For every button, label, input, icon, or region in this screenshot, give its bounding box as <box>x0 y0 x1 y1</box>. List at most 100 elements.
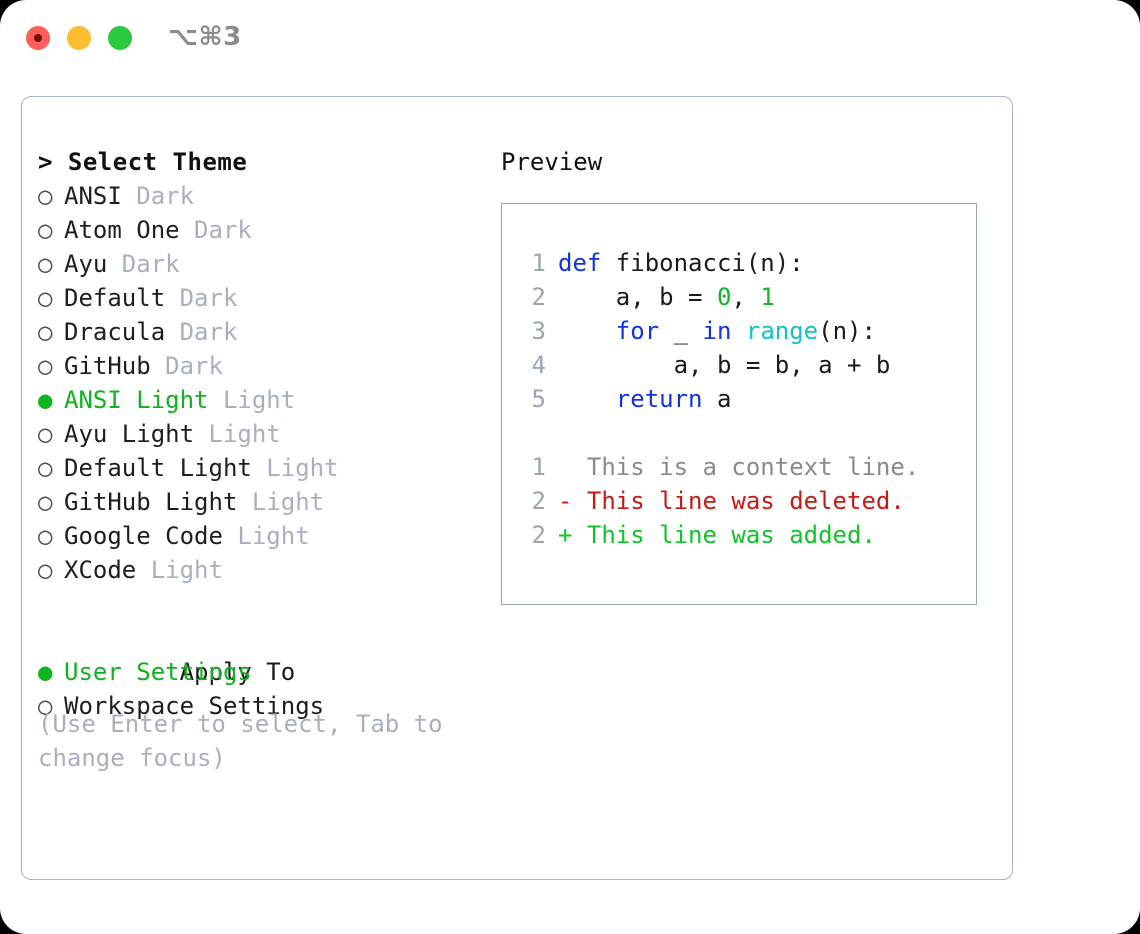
radio-unselected-icon[interactable]: ○ <box>38 318 53 346</box>
theme-name: GitHub <box>64 352 151 380</box>
radio-unselected-icon[interactable]: ○ <box>38 522 53 550</box>
diff-marker: - <box>558 487 573 515</box>
code-token: a <box>702 385 732 413</box>
radio-unselected-icon[interactable]: ○ <box>38 556 53 584</box>
line-number: 1 <box>531 249 546 277</box>
radio-unselected-icon[interactable]: ○ <box>38 488 53 516</box>
radio-unselected-icon[interactable]: ○ <box>38 692 53 720</box>
code-token: a, b = <box>558 283 717 311</box>
code-token <box>731 317 745 345</box>
code-line: 2 a, b = 0, 1 <box>520 280 976 314</box>
theme-variant: Light <box>136 556 223 584</box>
apply-to-option-label: User Settings <box>64 658 252 686</box>
keyboard-hint-text: (Use Enter to select, Tab to change focu… <box>38 710 443 772</box>
code-token: in <box>702 317 732 345</box>
diff-text: This line was added. <box>572 521 876 549</box>
window-titlebar: ⌥⌘3 <box>0 0 1140 78</box>
theme-variant: Dark <box>179 216 252 244</box>
theme-picker-column: > Select Theme ○ANSI Dark○Atom One Dark○… <box>38 145 488 723</box>
theme-name: XCode <box>64 556 137 584</box>
code-token: a, b = b, a + b <box>558 351 891 379</box>
theme-name: Google Code <box>64 522 223 550</box>
theme-variant: Dark <box>121 182 195 210</box>
theme-variant: Light <box>222 522 310 550</box>
theme-variant: Dark <box>165 284 238 312</box>
theme-list-item[interactable]: ○ XCode Light <box>38 553 488 587</box>
minimize-window-button[interactable] <box>67 26 91 50</box>
apply-to-heading: Apply To <box>38 621 488 686</box>
theme-list-item[interactable]: ○ Default Light Light <box>38 451 488 485</box>
main-panel: > Select Theme ○ANSI Dark○Atom One Dark○… <box>21 96 1013 880</box>
radio-unselected-icon[interactable]: ○ <box>38 420 53 448</box>
code-token: def <box>558 249 602 277</box>
code-line: 3 for _ in range(n): <box>520 314 976 348</box>
diff-marker: + <box>558 521 573 549</box>
theme-name: Ayu <box>64 250 108 278</box>
theme-name: Atom One <box>64 216 180 244</box>
theme-list-item[interactable]: ○ Default Dark <box>38 281 488 315</box>
line-number: 2 <box>531 521 546 549</box>
code-token: for <box>615 317 660 345</box>
theme-list-item[interactable]: ○ ANSI Dark <box>38 179 488 213</box>
diff-line: 1 This is a context line. <box>520 450 976 484</box>
maximize-window-button[interactable] <box>108 26 132 50</box>
diff-text: This is a context line. <box>572 453 920 481</box>
code-token <box>558 317 616 345</box>
theme-variant: Dark <box>107 250 180 278</box>
theme-list-item[interactable]: ○ Google Code Light <box>38 519 488 553</box>
theme-name: Default Light <box>64 454 252 482</box>
theme-variant: Light <box>194 420 281 448</box>
radio-selected-icon[interactable]: ● <box>38 386 53 414</box>
theme-variant: Light <box>251 454 339 482</box>
apply-to-option[interactable]: ○ Workspace Settings <box>38 689 488 723</box>
radio-unselected-icon[interactable]: ○ <box>38 284 53 312</box>
diff-sample: 1 This is a context line.2- This line wa… <box>520 450 976 552</box>
diff-marker <box>558 453 572 481</box>
radio-selected-icon[interactable]: ● <box>38 658 53 686</box>
theme-list-item[interactable]: ●ANSI Light Light <box>38 383 488 417</box>
code-line: 5 return a <box>520 382 976 416</box>
apply-to-option-label: Workspace Settings <box>64 692 325 720</box>
radio-unselected-icon[interactable]: ○ <box>38 352 53 380</box>
code-line: 4 a, b = b, a + b <box>520 348 976 382</box>
theme-name: GitHub Light <box>64 488 238 516</box>
theme-list-item[interactable]: ○ Dracula Dark <box>38 315 488 349</box>
preview-title: Preview <box>501 148 603 176</box>
radio-unselected-icon[interactable]: ○ <box>38 182 53 210</box>
line-number: 4 <box>531 351 546 379</box>
theme-name: Default <box>64 284 166 312</box>
code-line: 1 def fibonacci(n): <box>520 246 976 280</box>
keyboard-shortcut-label: ⌥⌘3 <box>168 22 242 52</box>
theme-list-item[interactable]: ○ Ayu Dark <box>38 247 488 281</box>
theme-list-item[interactable]: ○Ayu Light Light <box>38 417 488 451</box>
apply-to-options: ● User Settings ○ Workspace Settings <box>38 655 488 723</box>
radio-unselected-icon[interactable]: ○ <box>38 250 53 278</box>
theme-list-item[interactable]: ○ Atom One Dark <box>38 213 488 247</box>
theme-variant: Light <box>237 488 325 516</box>
diff-text: This line was deleted. <box>572 487 905 515</box>
apply-to-option[interactable]: ● User Settings <box>38 655 488 689</box>
code-token: , <box>731 283 761 311</box>
theme-list-item[interactable]: ○GitHub Dark <box>38 349 488 383</box>
radio-unselected-icon[interactable]: ○ <box>38 454 53 482</box>
traffic-lights <box>26 26 132 50</box>
theme-variant: Dark <box>165 318 238 346</box>
theme-name: Dracula <box>64 318 166 346</box>
theme-list: ○ ANSI Dark ○ Atom One Dark ○ Ayu Dark ○ Defaul… <box>38 179 488 587</box>
line-number: 1 <box>531 453 546 481</box>
code-token: 1 <box>760 283 775 311</box>
line-number: 2 <box>531 487 546 515</box>
code-token: _ <box>659 317 703 345</box>
radio-unselected-icon[interactable]: ○ <box>38 216 53 244</box>
theme-list-item[interactable]: ○ GitHub Light Light <box>38 485 488 519</box>
theme-name: ANSI <box>64 182 122 210</box>
diff-line: 2- This line was deleted. <box>520 484 976 518</box>
code-diff-separator <box>520 416 976 450</box>
apply-to-heading-label: Apply To <box>179 658 296 686</box>
close-window-button[interactable] <box>26 26 50 50</box>
section-spacer <box>38 587 488 621</box>
code-token: fibonacci(n): <box>601 249 804 277</box>
